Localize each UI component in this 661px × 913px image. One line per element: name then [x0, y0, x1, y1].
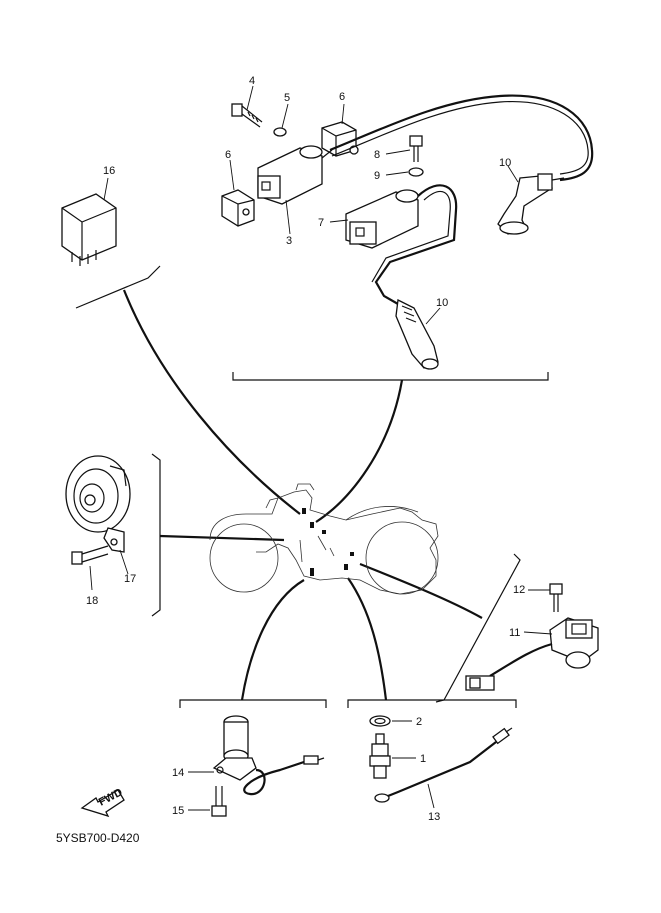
leader-speed-sensor-to-bike	[359, 562, 483, 619]
horn-group-bracket	[151, 453, 161, 617]
callout-15: 15	[172, 805, 184, 817]
callout-17: 17	[124, 573, 136, 585]
ignition-coil-part-7[interactable]	[345, 189, 419, 249]
lead-wire-part-13[interactable]	[374, 727, 513, 803]
spark-plug-cap-part-10-right[interactable]	[497, 173, 565, 235]
bolt-part-4[interactable]	[231, 103, 263, 128]
relay-bracket	[75, 265, 161, 309]
relay-part-16[interactable]	[61, 193, 117, 266]
callout-13: 13	[428, 811, 440, 823]
horn-part-17[interactable]	[65, 455, 131, 553]
bolt-part-8[interactable]	[409, 135, 423, 162]
neutral-switch-part-14[interactable]	[212, 715, 325, 796]
gasket-part-2[interactable]	[369, 715, 391, 727]
callout-11: 11	[509, 627, 520, 639]
washer-part-9[interactable]	[408, 167, 424, 177]
callout-1: 1	[420, 753, 426, 765]
washer-part-5[interactable]	[273, 127, 287, 137]
callout-16: 16	[103, 165, 115, 177]
sensor-group-bracket	[435, 553, 521, 703]
callout-9: 9	[374, 170, 380, 182]
screw-part-15[interactable]	[211, 786, 227, 817]
neutral-switch-group-bracket	[179, 699, 327, 708]
callout-6-upper: 6	[339, 91, 345, 103]
callout-10-right: 10	[499, 157, 511, 169]
motorcycle-outline	[209, 483, 439, 595]
bracket-part-6-lower[interactable]	[221, 189, 255, 227]
leader-plug-group-to-bike	[347, 577, 388, 701]
callout-5: 5	[284, 92, 290, 104]
ignition-lead-wire-upper	[329, 94, 594, 182]
callout-3: 3	[286, 235, 292, 247]
ignition-lead-wire-lower	[374, 184, 458, 305]
leader-relay-to-bike	[122, 289, 301, 515]
diagram-code: 5YSB700-D420	[56, 831, 140, 845]
callout-6-lower: 6	[225, 149, 231, 161]
ignition-coil-part-3[interactable]	[257, 145, 333, 205]
callout-7: 7	[318, 217, 324, 229]
fwd-arrow-icon: FWD	[80, 786, 125, 818]
spark-plug-cap-part-10-lower[interactable]	[395, 299, 439, 370]
speed-sensor-part-11[interactable]	[465, 617, 599, 691]
leader-horn-to-bike	[159, 534, 285, 542]
callout-12: 12	[513, 584, 525, 596]
callout-14: 14	[172, 767, 184, 779]
callout-4: 4	[249, 75, 255, 87]
top-group-bracket	[232, 372, 549, 381]
callout-18: 18	[86, 595, 98, 607]
bolt-part-12[interactable]	[549, 583, 563, 612]
spark-plug-part-1[interactable]	[369, 733, 391, 779]
callout-10-lower: 10	[436, 297, 448, 309]
leader-neutral-switch-to-bike	[240, 579, 305, 701]
bracket-part-6-upper[interactable]	[321, 121, 359, 157]
leader-top-group-to-bike	[315, 379, 404, 523]
callout-8: 8	[374, 149, 380, 161]
plug-group-bracket	[347, 699, 517, 708]
callout-2: 2	[416, 716, 422, 728]
bolt-part-18[interactable]	[71, 545, 109, 565]
